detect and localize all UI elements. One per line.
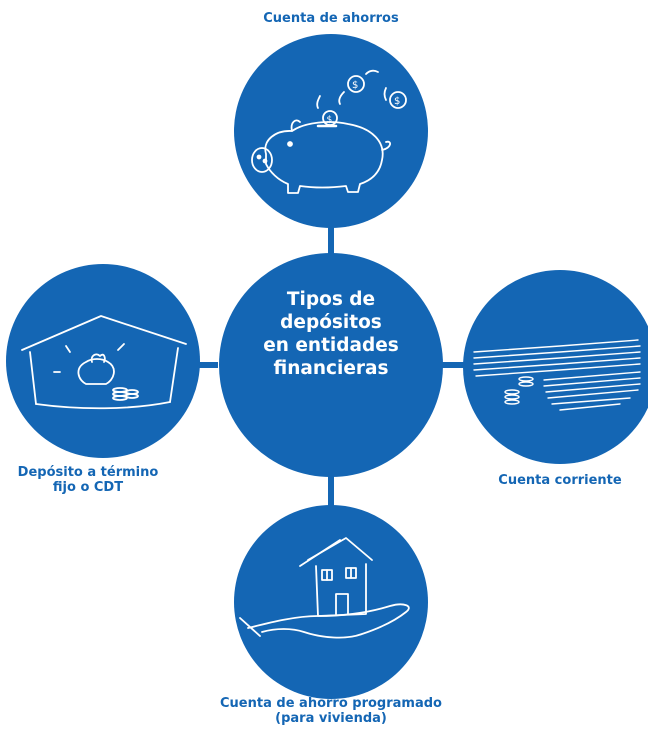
center-title-line: en entidades bbox=[263, 335, 399, 356]
center-circle bbox=[219, 253, 443, 477]
svg-text:$: $ bbox=[352, 80, 358, 91]
svg-text:$: $ bbox=[394, 96, 400, 107]
label-left-line: fijo o CDT bbox=[52, 480, 124, 495]
left-circle bbox=[6, 264, 200, 458]
label-bottom: Cuenta de ahorro programado (para vivien… bbox=[186, 696, 476, 726]
bottom-circle bbox=[234, 505, 428, 699]
piggy-bank-icon: $ $ $ bbox=[251, 69, 407, 194]
svg-text:$: $ bbox=[327, 115, 333, 125]
label-top: Cuenta de ahorros bbox=[231, 11, 431, 26]
top-circle bbox=[234, 34, 428, 228]
center-title-line: financieras bbox=[273, 358, 389, 379]
label-bottom-line: (para vivienda) bbox=[275, 711, 387, 726]
label-top-line: Cuenta de ahorros bbox=[263, 11, 399, 26]
label-right-line: Cuenta corriente bbox=[498, 473, 622, 488]
center-title-line: depósitos bbox=[280, 312, 382, 333]
house-on-hand-icon bbox=[239, 537, 410, 639]
right-circle bbox=[463, 270, 648, 464]
label-right: Cuenta corriente bbox=[478, 473, 642, 488]
money-bag-roof-icon bbox=[21, 315, 187, 410]
center-title: Tipos de depósitos en entidades financie… bbox=[218, 288, 444, 380]
label-left: Depósito a término fijo o CDT bbox=[0, 465, 176, 495]
center-title-line: Tipos de bbox=[286, 289, 376, 310]
label-left-line: Depósito a término bbox=[17, 465, 159, 480]
banknotes-icon bbox=[473, 339, 641, 411]
label-bottom-line: Cuenta de ahorro programado bbox=[220, 696, 442, 711]
